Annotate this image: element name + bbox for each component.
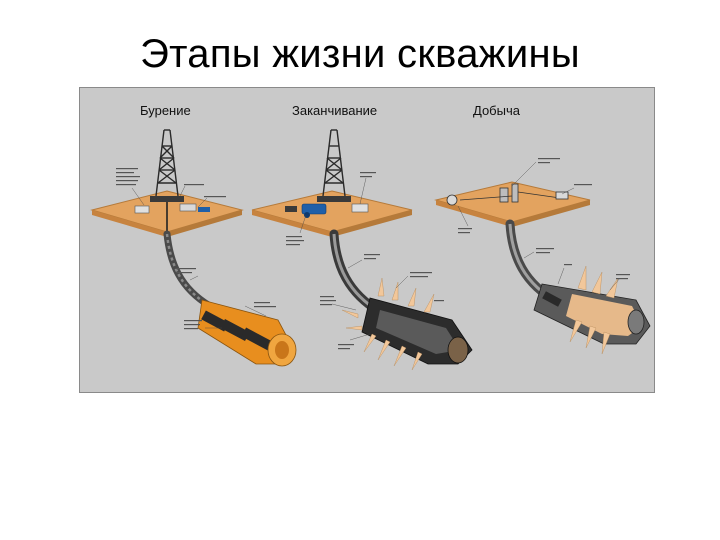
completion-skid bbox=[351, 203, 369, 213]
drilling-wellbore-inner bbox=[165, 233, 277, 338]
drilling-tank bbox=[198, 207, 210, 212]
production-callouts bbox=[457, 161, 621, 291]
production-wellhead-equipment bbox=[446, 183, 569, 206]
stage-title-drilling: Бурение bbox=[140, 103, 191, 118]
well-lifecycle-diagram: Бурение Заканчивание Добыча bbox=[90, 103, 651, 371]
production-platform-side bbox=[436, 200, 512, 227]
completion-casing-section bbox=[361, 297, 473, 365]
completion-callout-text-marks bbox=[286, 172, 444, 350]
completion-callouts bbox=[299, 177, 409, 341]
drilling-stage bbox=[90, 129, 297, 367]
completion-platform-side bbox=[252, 210, 332, 237]
production-platform-side-right bbox=[512, 200, 590, 227]
production-callout-text-marks bbox=[458, 158, 630, 280]
slide-title: Этапы жизни скважины bbox=[140, 32, 580, 76]
stage-title-completion: Заканчивание bbox=[292, 103, 377, 118]
completion-pump-wheel bbox=[304, 212, 310, 218]
drilling-derrick bbox=[155, 129, 179, 197]
completion-manifold bbox=[285, 206, 297, 212]
drilling-callouts bbox=[131, 185, 267, 329]
drilling-callout-text-marks bbox=[116, 168, 276, 330]
drilling-mud-pump bbox=[134, 205, 150, 214]
production-horizontal-section bbox=[533, 283, 651, 345]
drilling-platform-side-right bbox=[167, 210, 242, 237]
completion-perforations bbox=[341, 277, 435, 371]
drilling-rig-floor bbox=[150, 196, 184, 202]
completion-stage bbox=[251, 129, 473, 371]
completion-rig-floor bbox=[317, 196, 351, 202]
production-stage bbox=[434, 158, 651, 355]
drill-bottom-hole-assembly bbox=[197, 299, 297, 367]
well-lifecycle-figure: Бурение Заканчивание Добыча bbox=[79, 87, 655, 393]
completion-pump-unit bbox=[301, 203, 327, 215]
drilling-generator bbox=[179, 203, 197, 212]
production-fractures bbox=[569, 265, 619, 355]
completion-derrick bbox=[322, 129, 346, 197]
stage-title-production: Добыча bbox=[473, 103, 521, 118]
completion-platform-side-right bbox=[332, 210, 412, 237]
drilling-platform-side bbox=[92, 210, 167, 237]
